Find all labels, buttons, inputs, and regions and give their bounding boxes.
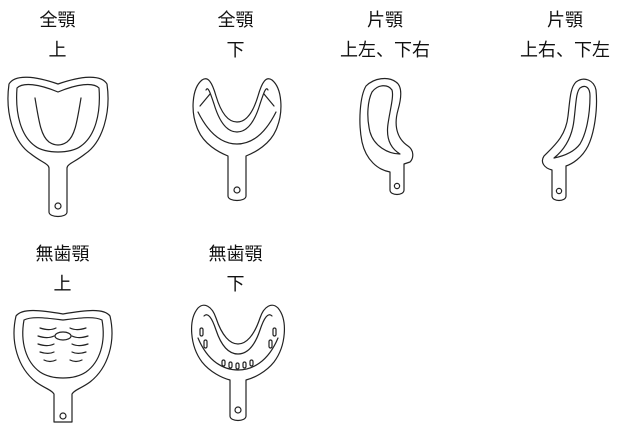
tray-label-line2: 上右、下左 — [520, 40, 610, 61]
tray-label-line2: 上 — [53, 274, 72, 295]
tray-label-line2: 上左、下右 — [340, 40, 430, 61]
tray-partial-a: 片顎 上左、下右 — [330, 10, 440, 220]
tray-edentulous-lower: 無歯顎 下 — [178, 244, 293, 427]
tray-partial-b: 片顎 上右、下左 — [510, 10, 619, 220]
partial-a-tray-drawing — [359, 77, 414, 196]
full-upper-tray-drawing — [7, 76, 109, 218]
tray-label-line1: 無歯顎 — [208, 244, 263, 265]
tray-label-line1: 片顎 — [367, 10, 403, 31]
tray-label-line1: 全顎 — [217, 10, 254, 31]
tray-label-line2: 下 — [226, 274, 245, 295]
tray-full-upper: 全顎 上 — [0, 10, 115, 220]
full-lower-tray-drawing — [192, 78, 282, 202]
tray-label-line1: 無歯顎 — [35, 244, 90, 265]
edentulous-lower-tray-drawing — [191, 304, 285, 422]
partial-b-tray-drawing — [541, 78, 598, 202]
tray-label-line1: 片顎 — [547, 10, 583, 31]
tray-label-line2: 上 — [48, 40, 67, 61]
tray-label-line1: 全顎 — [39, 10, 76, 31]
tray-label-line2: 下 — [226, 40, 245, 61]
edentulous-upper-tray-drawing — [13, 309, 113, 423]
tray-full-lower: 全顎 下 — [178, 10, 293, 220]
tray-edentulous-upper: 無歯顎 上 — [0, 244, 125, 427]
